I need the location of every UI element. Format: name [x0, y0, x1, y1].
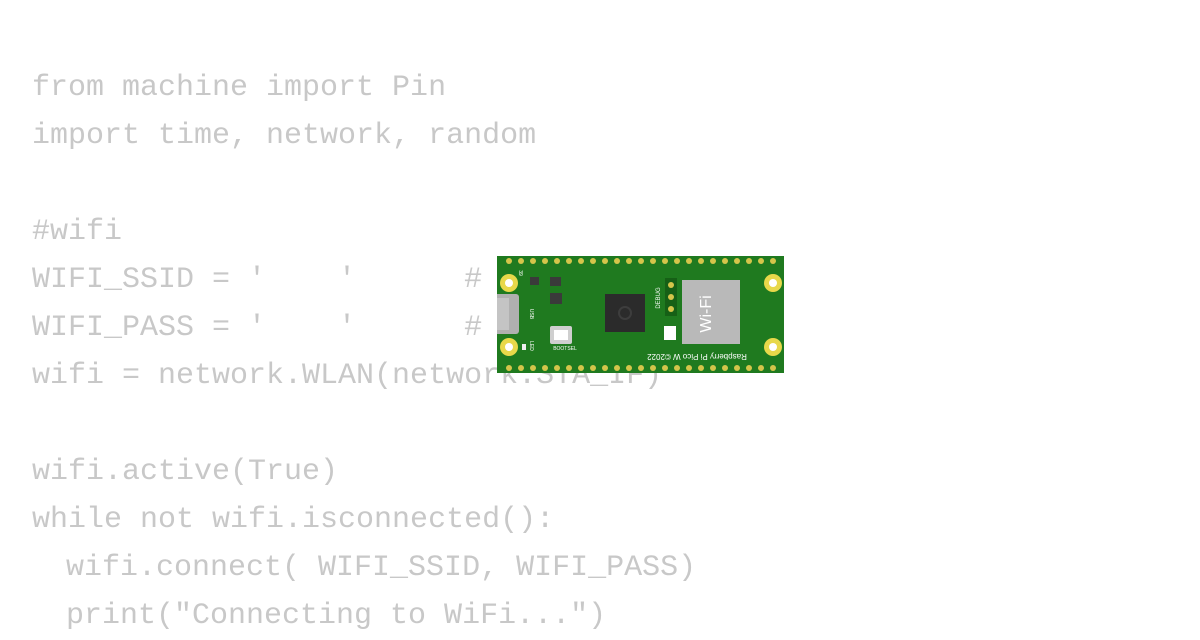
code-line-10: while not wifi.isconnected(): [32, 503, 555, 537]
component [550, 277, 561, 286]
code-line-3 [32, 160, 696, 208]
code-line-4: #wifi [32, 215, 123, 249]
pico-w-board-graphic: Wi-Fi DEBUG BOOTSEL USB LED 39 Raspberry… [497, 256, 784, 373]
pico-w-board[interactable]: Wi-Fi DEBUG BOOTSEL USB LED 39 Raspberry… [497, 256, 784, 373]
component [550, 293, 562, 304]
code-line-6: WIFI_PASS = ' ' # [32, 311, 483, 345]
code-line-7: wifi = network.WLAN(network.STA_IF) [32, 359, 663, 393]
mounting-holes [500, 274, 782, 356]
wifi-module [682, 280, 740, 344]
code-line-5: WIFI_SSID = ' ' # [32, 263, 483, 297]
component [530, 277, 539, 285]
bottom-pin-row [506, 365, 776, 371]
code-line-9: wifi.active(True) [32, 455, 339, 489]
component [664, 326, 676, 340]
top-pin-row [506, 258, 776, 264]
bootsel-label: BOOTSEL [553, 346, 577, 352]
wifi-label: Wi-Fi [698, 295, 715, 332]
code-line-12: print("Connecting to WiFi...") [66, 599, 607, 633]
led-icon [522, 344, 526, 350]
code-editor[interactable]: from machine import Pin import time, netw… [32, 64, 696, 640]
code-line-8 [32, 400, 696, 448]
code-line-1: from machine import Pin [32, 71, 447, 105]
debug-label: DEBUG [656, 287, 662, 309]
code-line-2: import time, network, random [32, 119, 537, 153]
led-label: LED [528, 341, 534, 351]
board-silkscreen: Raspberry Pi Pico W ©2022 [647, 352, 747, 361]
rp2040-chip [605, 294, 645, 332]
pin-label: 39 [517, 270, 523, 276]
usb-label: USB [528, 309, 534, 320]
code-line-11: wifi.connect( WIFI_SSID, WIFI_PASS) [66, 551, 697, 585]
raspberry-logo-icon [618, 306, 632, 320]
